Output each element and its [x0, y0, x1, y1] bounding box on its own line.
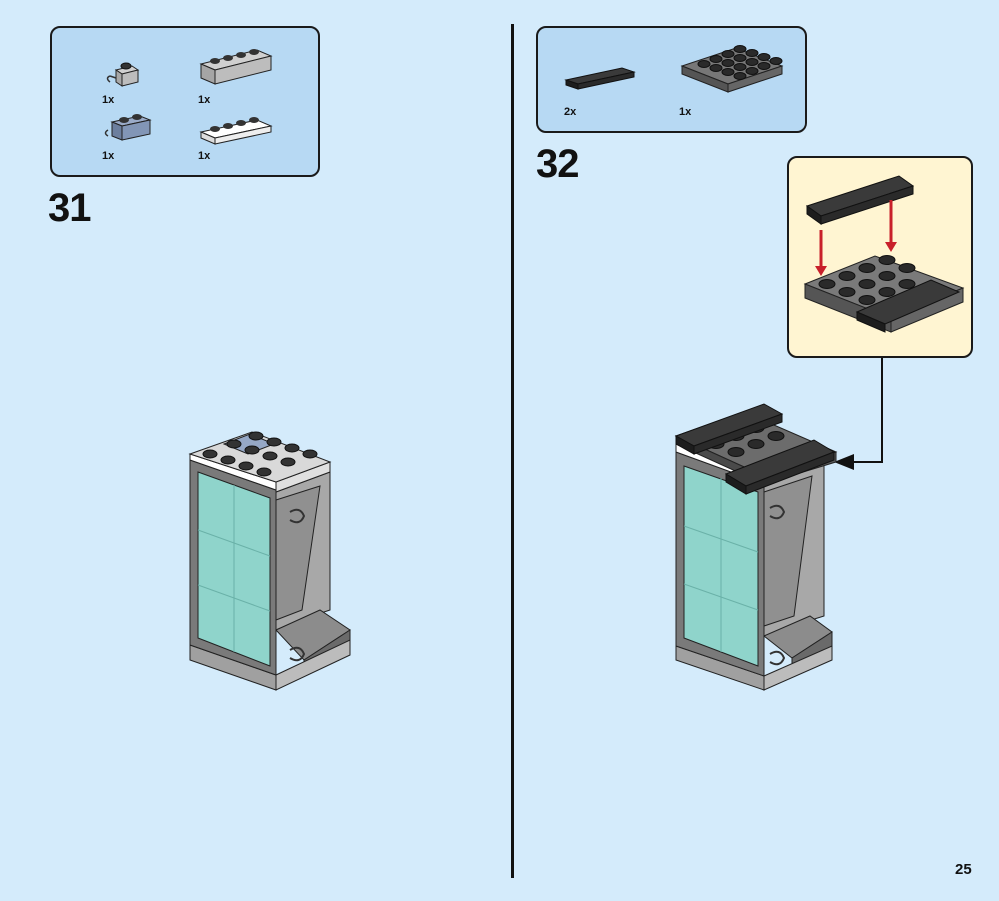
clip-brick-1x2-icon [104, 114, 152, 141]
part-qty: 1x [679, 106, 692, 118]
step-32-model-illustration [674, 403, 838, 691]
part-qty: 1x [198, 150, 211, 162]
step-32-parts-box: 2x 1x [536, 26, 807, 133]
step-32-number: 32 [536, 142, 579, 186]
callout-assembly-illustration [803, 175, 965, 333]
step-31-number: 31 [48, 186, 91, 230]
plate-1x4-icon [199, 117, 273, 145]
brick-1x4-icon [199, 49, 273, 85]
part-qty: 2x [564, 106, 577, 118]
page-number: 25 [955, 861, 972, 878]
part-qty: 1x [102, 94, 115, 106]
part-qty: 1x [198, 94, 211, 106]
clip-brick-1x1-icon [106, 62, 140, 87]
plate-4x4-icon [680, 45, 784, 93]
page-divider [511, 24, 514, 878]
step-32-callout [787, 156, 973, 358]
part-qty: 1x [102, 150, 115, 162]
step-31-model-illustration [188, 431, 351, 691]
step-31-parts-box: 1x 1x 1x 1x [50, 26, 320, 177]
callout-connector-arrow [834, 358, 883, 470]
tile-1x4-icon [564, 67, 636, 90]
